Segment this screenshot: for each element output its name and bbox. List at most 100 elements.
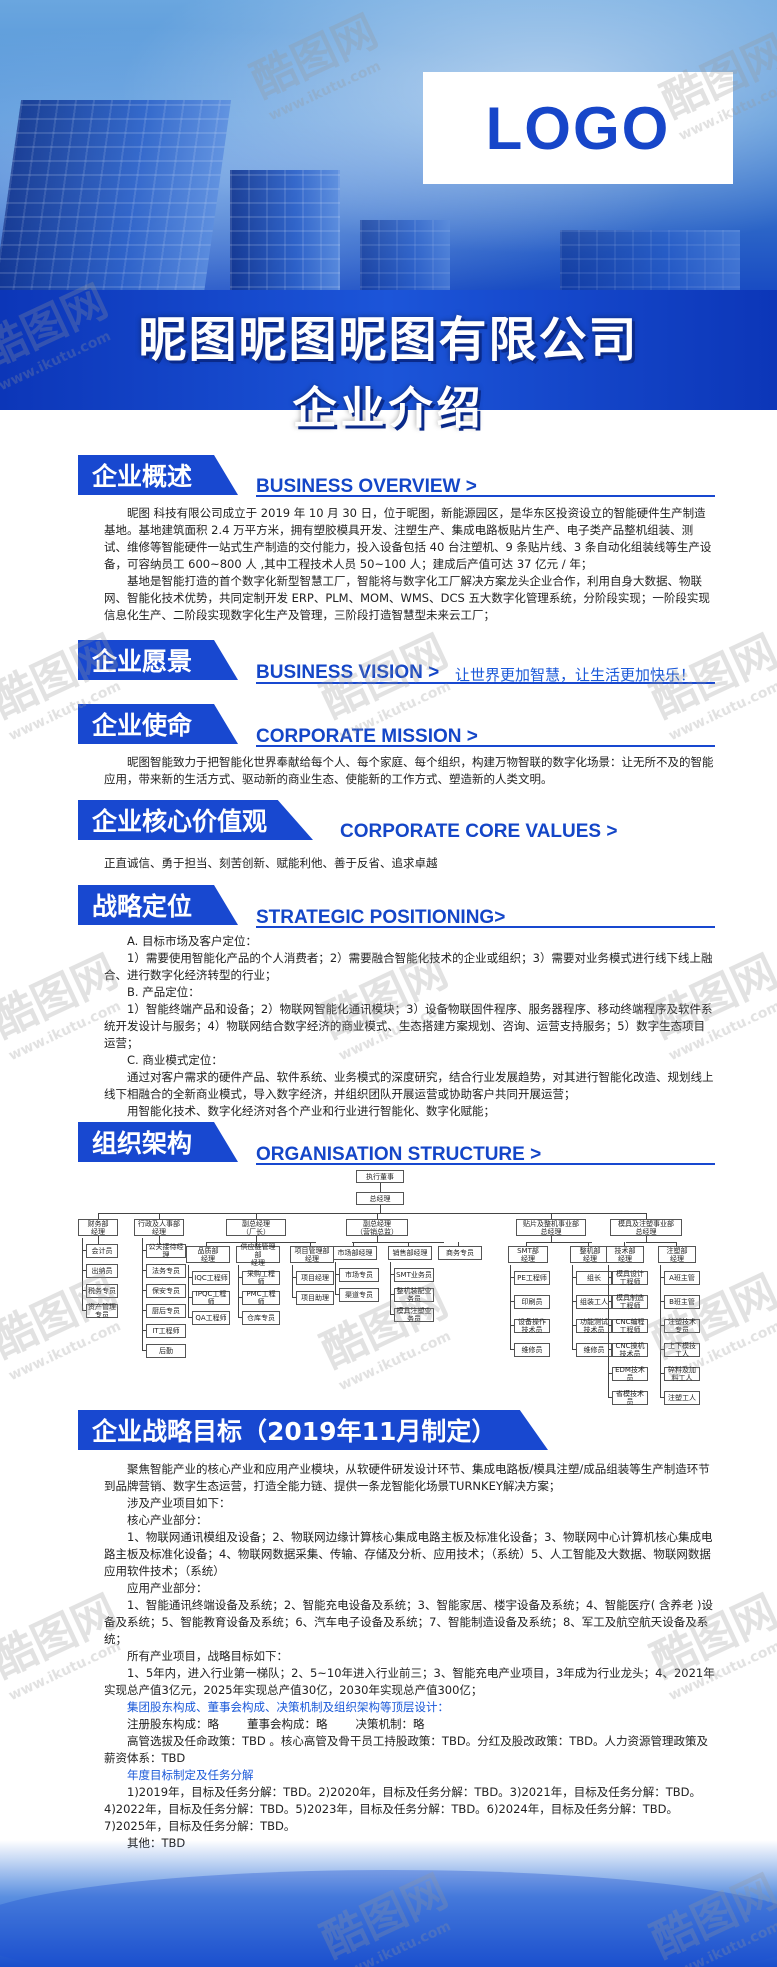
org-connector [335, 1294, 339, 1295]
org-plant-item: 项目经理 [296, 1271, 334, 1285]
org-connector [206, 1242, 207, 1246]
org-connector [646, 1213, 647, 1219]
org-connector [551, 1236, 552, 1242]
strategy-tag: 战略定位 [78, 885, 239, 925]
org-connector [572, 1349, 576, 1350]
org-finance-item: 会计员 [86, 1244, 118, 1258]
org-connector [206, 1242, 316, 1243]
org-connector [608, 1301, 612, 1302]
org-connector [292, 1265, 293, 1298]
org-connector [510, 1301, 514, 1302]
section-strategy-header: 战略定位 [78, 885, 239, 925]
org-smt-item: 功能测试技术员 [576, 1318, 612, 1334]
org-connector [188, 1317, 192, 1318]
org-connector [380, 1183, 381, 1192]
org-connector [142, 1270, 146, 1271]
org-divider [256, 1163, 715, 1165]
org-connector [98, 1213, 99, 1219]
values-body: 正直诚信、勇于担当、刻苦创新、赋能利他、善于反省、追求卓越 [104, 855, 716, 872]
org-plant-item: IQC工程师 [192, 1271, 230, 1285]
org-admin-item: 保安专员 [146, 1284, 186, 1298]
org-smt-item: 维修员 [576, 1343, 612, 1357]
org-connector [608, 1325, 612, 1326]
org-connector [608, 1397, 612, 1398]
page-title: 企业介绍 [292, 383, 485, 434]
overview-body: 昵图 科技有限公司成立于 2019 年 10 月 30 日，位于昵图，新能源园区… [104, 505, 716, 624]
strategy-c-text2: 用智能化技术、数字化经济对各个产业和行业进行智能化、数字化赋能； [127, 1104, 495, 1118]
org-connector [572, 1277, 576, 1278]
org-admin-item: 法务专员 [146, 1264, 186, 1278]
goals-shareholders: 注册股东构成：略 [127, 1717, 219, 1731]
org-connector [352, 1242, 444, 1243]
org-connector [353, 1242, 354, 1246]
goals-body: 聚焦智能产业的核心产业和应用产业模块，从软硬件研发设计环节、集成电路板/模具注塑… [104, 1461, 716, 1852]
goals-exec: 高管选拔及任命政策：TBD 。核心高管及骨干员工持股政策：TBD。分红及股改政策… [104, 1734, 708, 1765]
org-connector [256, 1213, 257, 1219]
org-board: 执行董事 [356, 1170, 404, 1183]
goals-app-title: 应用产业部分： [127, 1581, 208, 1595]
overview-p2: 基地是智能打造的首个数字化新型智慧工厂，智能将与数字化工厂解决方案龙头企业合作，… [104, 574, 710, 622]
org-connector [660, 1277, 664, 1278]
values-p1: 正直诚信、勇于担当、刻苦创新、赋能利他、善于反省、追求卓越 [104, 856, 438, 870]
org-connector [572, 1301, 576, 1302]
section-org-header: 组织架构 [78, 1122, 239, 1162]
goals-all-title: 所有产业项目，战略目标如下： [127, 1649, 288, 1663]
strategy-body: A. 目标市场及客户定位： 1）需要使用智能化产品的个人消费者；2）需要融合智能… [104, 933, 716, 1120]
goals-all-text: 1、5年内，进入行业第一梯队；2、5~10年进入行业前三；3、智能充电产业项目，… [104, 1666, 715, 1697]
org-marketing-dept: 市场部经理 [333, 1246, 377, 1260]
org-connector [256, 1242, 257, 1246]
org-connector [660, 1373, 664, 1374]
overview-p1: 昵图 科技有限公司成立于 2019 年 10 月 30 日，位于昵图，新能源园区… [104, 506, 712, 571]
org-tag: 组织架构 [78, 1122, 239, 1162]
org-plant-dept: 品质部 经理 [186, 1246, 230, 1263]
org-smt-item: 设备操作技术员 [514, 1318, 550, 1334]
org-connector [256, 1236, 257, 1242]
org-connector [292, 1277, 296, 1278]
goals-group-title: 集团股东构成、董事会构成、决策机制及组织架构等顶层设计： [127, 1700, 449, 1714]
org-dept: 财务部 经理 [78, 1219, 118, 1236]
logo-box: LOGO [423, 72, 733, 184]
org-admin-item: 厨后专员 [146, 1304, 186, 1318]
org-connector [458, 1242, 459, 1246]
org-connector [142, 1250, 146, 1251]
org-connector [660, 1349, 664, 1350]
org-connector [660, 1301, 664, 1302]
values-en: CORPORATE CORE VALUES > [340, 821, 618, 842]
org-marketing-item: 市场专员 [339, 1268, 379, 1282]
org-plant-item: IPQC工程师 [192, 1290, 230, 1306]
org-plant-item: PMC工程师 [242, 1290, 280, 1306]
org-smt-dept: 整机部 经理 [570, 1246, 610, 1263]
org-connector [660, 1325, 664, 1326]
org-connector [608, 1349, 612, 1350]
org-connector [238, 1297, 242, 1298]
values-tag: 企业核心价值观 [78, 800, 314, 840]
org-mold-dept: 注塑部 经理 [658, 1246, 696, 1263]
org-connector [82, 1238, 83, 1311]
org-connector [159, 1213, 160, 1219]
org-connector [142, 1330, 146, 1331]
strategy-c-title: C. 商业模式定位： [127, 1053, 223, 1067]
org-connector [82, 1250, 86, 1251]
goals-intro: 聚焦智能产业的核心产业和应用产业模块，从软硬件研发设计环节、集成电路板/模具注塑… [104, 1462, 710, 1493]
vision-slogan: 让世界更加智慧，让生活更加快乐！ [455, 666, 696, 684]
section-overview-header: 企业概述 [78, 455, 239, 495]
org-connector [142, 1310, 146, 1311]
org-connector [82, 1290, 86, 1291]
mission-en: CORPORATE MISSION > [256, 726, 478, 747]
logo-text: LOGO [485, 94, 671, 162]
vision-tag: 企业愿景 [78, 640, 239, 680]
org-connector [660, 1397, 664, 1398]
org-dept: 贴片及整机事业部 总经理 [516, 1219, 586, 1236]
org-connector [390, 1294, 394, 1295]
org-dept: 副总经理 （厂长） [226, 1219, 286, 1236]
overview-en: BUSINESS OVERVIEW > [256, 476, 477, 497]
org-dept: 副总经理 （营销总监） [346, 1219, 408, 1236]
goals-board: 董事会构成：略 [247, 1717, 328, 1731]
org-smt-item: PE工程师 [514, 1271, 550, 1285]
strategy-divider [256, 926, 715, 928]
org-plant-dept: 项目管理部 经理 [290, 1246, 334, 1263]
org-connector [188, 1277, 192, 1278]
org-dept: 行政及人事部 经理 [134, 1219, 184, 1236]
mission-body: 昵图智能致力于把智能化世界奉献给每个人、每个家庭、每个组织，构建万物智联的数字化… [104, 754, 716, 788]
